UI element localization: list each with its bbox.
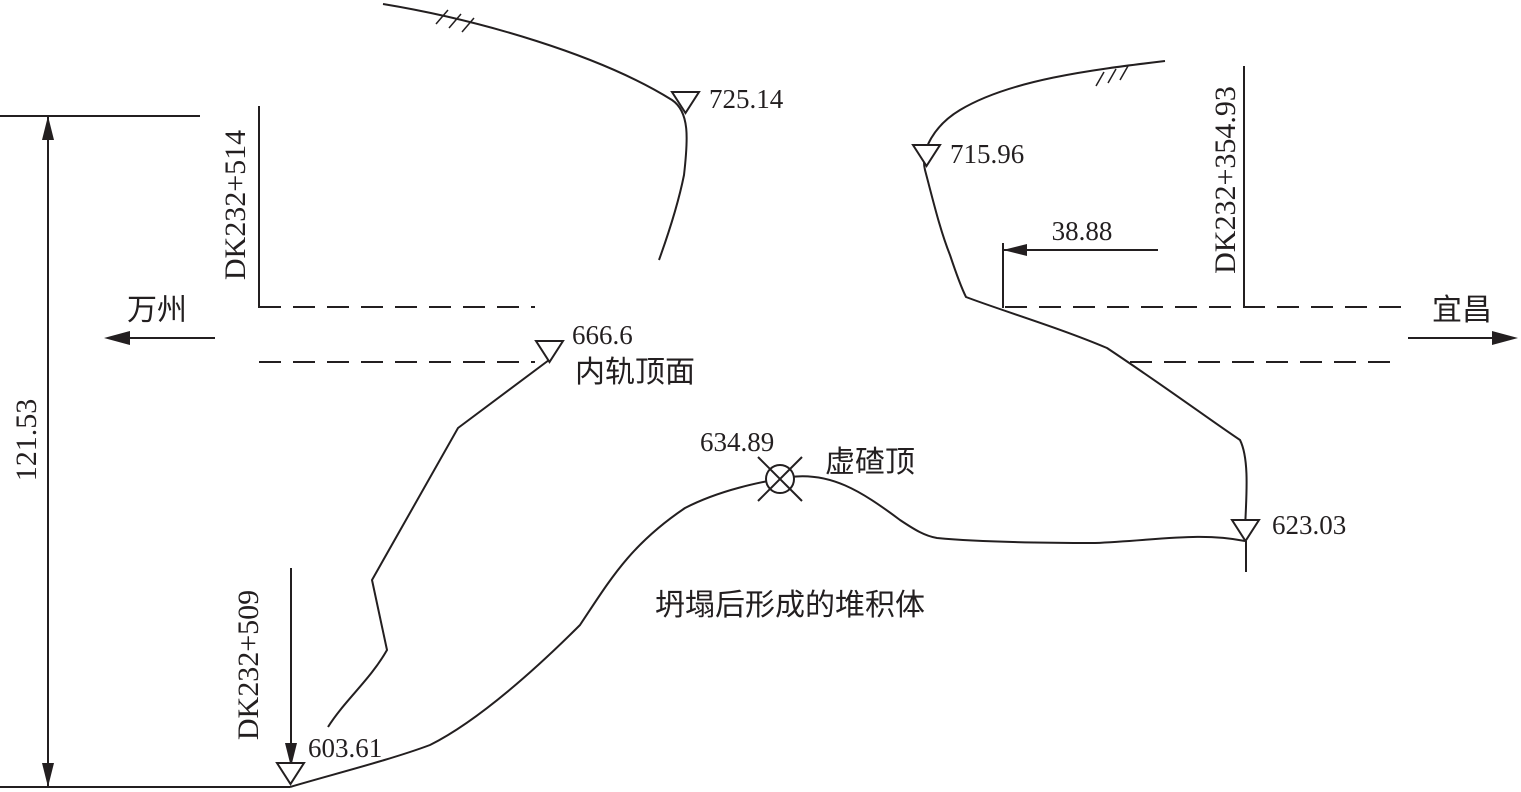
- elevation-left-bottom-label: 603.61: [308, 733, 382, 763]
- elevation-marker-right-bottom: 623.03: [1230, 510, 1346, 572]
- station-right: DK232+354.93: [1209, 66, 1245, 308]
- direction-left: 万州: [104, 293, 215, 345]
- rail-top-surface-label: 内轨顶面: [575, 355, 695, 390]
- station-lower-left: DK232+509: [232, 568, 297, 767]
- offset-label: 38.88: [1052, 216, 1113, 246]
- elevation-marker-top-left: 725.14: [670, 84, 784, 115]
- ground-hatch-right: [1095, 65, 1129, 87]
- offset-dimension: 38.88: [1002, 216, 1158, 308]
- total-height-label: 121.53: [10, 399, 43, 482]
- elevation-marker-top-right: 715.96: [911, 139, 1024, 169]
- elevation-marker-rail-top: 666.6 内轨顶面: [534, 320, 695, 390]
- direction-left-label: 万州: [127, 293, 187, 328]
- elevation-top-left-label: 725.14: [709, 84, 784, 114]
- accumulation-body-label: 坍塌后形成的堆积体: [655, 588, 925, 623]
- elevation-top-right-label: 715.96: [950, 139, 1024, 169]
- elevation-rail-top-label: 666.6: [572, 320, 633, 350]
- station-upper-left-label: DK232+514: [219, 130, 252, 280]
- ground-hatch-left: [435, 9, 475, 33]
- left-upper-slope-line: [382, 3, 688, 261]
- elevation-right-bottom-label: 623.03: [1272, 510, 1346, 540]
- total-height-dimension: 121.53: [0, 115, 200, 787]
- debris-body-outline: [289, 475, 1246, 788]
- debris-top-marker: 634.89 虚碴顶: [700, 427, 915, 502]
- station-upper-left: DK232+514: [219, 106, 260, 308]
- station-right-label: DK232+354.93: [1209, 86, 1242, 274]
- left-lower-slope-line: [327, 359, 550, 728]
- station-lower-left-label: DK232+509: [232, 590, 265, 740]
- debris-top-elevation-label: 634.89: [700, 427, 774, 457]
- right-upper-slope-line: [923, 60, 1248, 531]
- track-dashed-lines: [259, 306, 1402, 363]
- direction-right-label: 宜昌: [1432, 293, 1492, 328]
- direction-right: 宜昌: [1408, 293, 1518, 345]
- debris-top-label: 虚碴顶: [825, 445, 915, 480]
- elevation-marker-left-bottom: 603.61: [275, 733, 382, 786]
